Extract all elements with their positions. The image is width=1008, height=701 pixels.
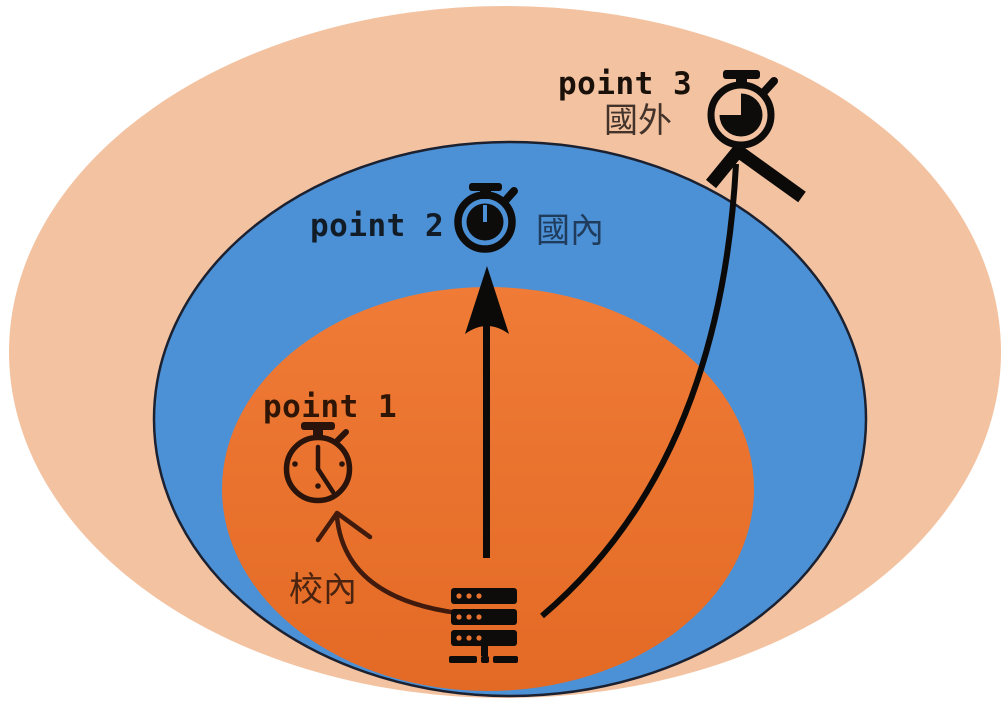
arrow-to-point3-head — [705, 142, 806, 203]
arrow-to-point1-head — [315, 510, 373, 543]
server-base-mid — [481, 656, 489, 663]
arrow-to-point2-shaft — [483, 326, 490, 558]
stopwatch1-hand-hour — [315, 466, 336, 495]
point1-label: point 1 — [263, 389, 397, 425]
arrow-to-point1 — [315, 510, 461, 616]
stopwatch-three-quarter-icon — [707, 70, 778, 149]
stopwatch1-side-button — [334, 429, 349, 444]
stopwatch3-top-button — [723, 70, 760, 79]
stopwatch1-ring — [283, 434, 353, 504]
stopwatch-filled-icon — [454, 183, 518, 253]
stopwatch3-ring — [707, 81, 775, 149]
server-led-dots — [456, 593, 482, 641]
overseas-region-label: 國外 — [604, 101, 672, 141]
stopwatch1-top-stem — [313, 428, 323, 438]
arrow-to-point2-head — [465, 266, 509, 334]
arrow-to-point2 — [465, 266, 509, 558]
server-icon — [449, 588, 518, 663]
stopwatch1-tick-dots — [292, 461, 345, 489]
stopwatch2-ring — [454, 191, 516, 253]
domestic-region-label: 國內 — [536, 211, 604, 251]
stopwatch1-top-button — [301, 422, 335, 430]
server-rack-row — [451, 630, 517, 646]
stopwatch2-side-button — [501, 187, 518, 205]
server-rack-row — [451, 609, 517, 625]
stopwatch3-side-button — [760, 77, 778, 96]
point2-label: point 2 — [310, 208, 444, 244]
arrow-to-point3 — [540, 142, 806, 619]
server-rack-row — [451, 588, 517, 604]
stopwatch-outline-clock-icon — [283, 422, 353, 504]
campus-region-label: 校內 — [289, 570, 357, 610]
arrow-to-point1-shaft — [334, 514, 461, 616]
point3-label: point 3 — [558, 66, 692, 102]
arrow-to-point3-shaft — [540, 163, 739, 619]
stopwatch2-top-button — [469, 183, 502, 191]
server-base-right — [493, 656, 518, 663]
server-stem — [481, 646, 488, 656]
server-base-left — [449, 656, 477, 663]
stopwatch3-elapsed-pie — [719, 93, 763, 137]
